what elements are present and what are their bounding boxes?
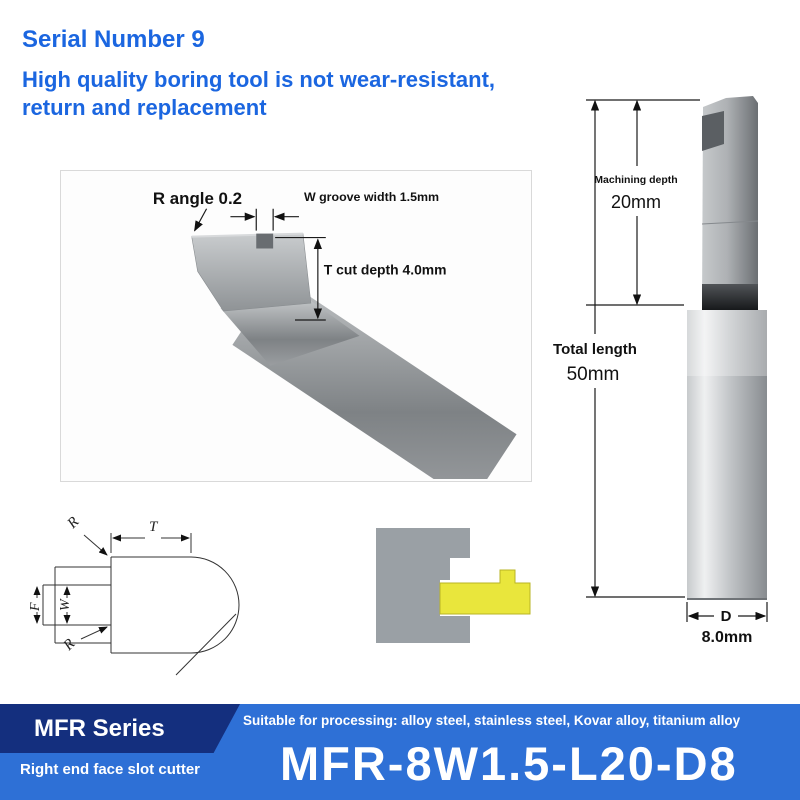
w-groove-dimension-lines	[230, 208, 299, 231]
side-head-shape	[702, 96, 758, 310]
insert-pocket-shape	[702, 111, 724, 151]
shank-sheen	[687, 310, 767, 376]
detail-diagram-panel: R angle 0.2 W groove width 1.5mm T cut d…	[60, 170, 532, 482]
carbide-band-shape	[702, 284, 758, 310]
t-cut-depth-label: T cut depth 4.0mm	[324, 261, 447, 277]
diameter-label: D	[721, 608, 732, 625]
machining-depth-value: 20mm	[611, 192, 661, 212]
diameter-value: 8.0mm	[702, 629, 753, 646]
series-subtitle: Right end face slot cutter	[20, 761, 201, 778]
tagline-line2: return and replacement	[22, 95, 267, 121]
model-number: MFR-8W1.5-L20-D8	[280, 737, 738, 790]
tool-neck-shape	[220, 300, 360, 366]
series-name: MFR Series	[34, 714, 165, 742]
profile-outline	[42, 556, 240, 676]
tool-side-render: Machining depth 20mm Total length 50mm D…	[553, 96, 768, 646]
label-t: T	[149, 519, 159, 535]
insert-illustration	[376, 528, 531, 643]
total-length-value: 50mm	[567, 364, 620, 385]
t-depth-dimension-lines	[275, 236, 326, 321]
label-w: W	[58, 598, 73, 611]
series-badge: MFR Series	[0, 704, 240, 753]
side-shank-shape	[687, 310, 767, 600]
header: Serial Number 9 High quality boring tool…	[22, 26, 495, 122]
serial-number-text: Serial Number 9	[22, 26, 205, 53]
yellow-insert-shape	[439, 569, 531, 615]
r-angle-label: R angle 0.2	[153, 189, 242, 208]
label-r-top: R	[64, 514, 83, 533]
profile-line-drawing: R T F W R	[28, 514, 240, 676]
label-f: F	[28, 602, 43, 612]
tool-head-render: R angle 0.2 W groove width 1.5mm T cut d…	[153, 189, 517, 479]
holder-block-shape	[376, 528, 470, 643]
total-length-dimension-lines	[586, 99, 685, 598]
machining-depth-label: Machining depth	[594, 174, 677, 186]
footer-banner: MFR Series Right end face slot cutter Su…	[0, 704, 800, 800]
head-groove-line	[701, 220, 759, 225]
tagline-line1: High quality boring tool is not wear-res…	[22, 67, 496, 92]
w-groove-notch	[256, 233, 274, 249]
tool-head-shape	[191, 233, 312, 312]
r-angle-leader-arrow	[194, 208, 208, 232]
w-groove-label: W groove width 1.5mm	[304, 190, 439, 204]
profile-dimension-arrows	[33, 533, 192, 640]
head-top-highlight	[191, 232, 303, 238]
label-r-bottom: R	[60, 636, 79, 655]
total-length-label: Total length	[553, 341, 637, 358]
machining-depth-dimension-lines	[586, 99, 700, 306]
suitable-processing-text: Suitable for processing: alloy steel, st…	[243, 713, 741, 728]
diameter-dimension-lines	[686, 602, 768, 622]
